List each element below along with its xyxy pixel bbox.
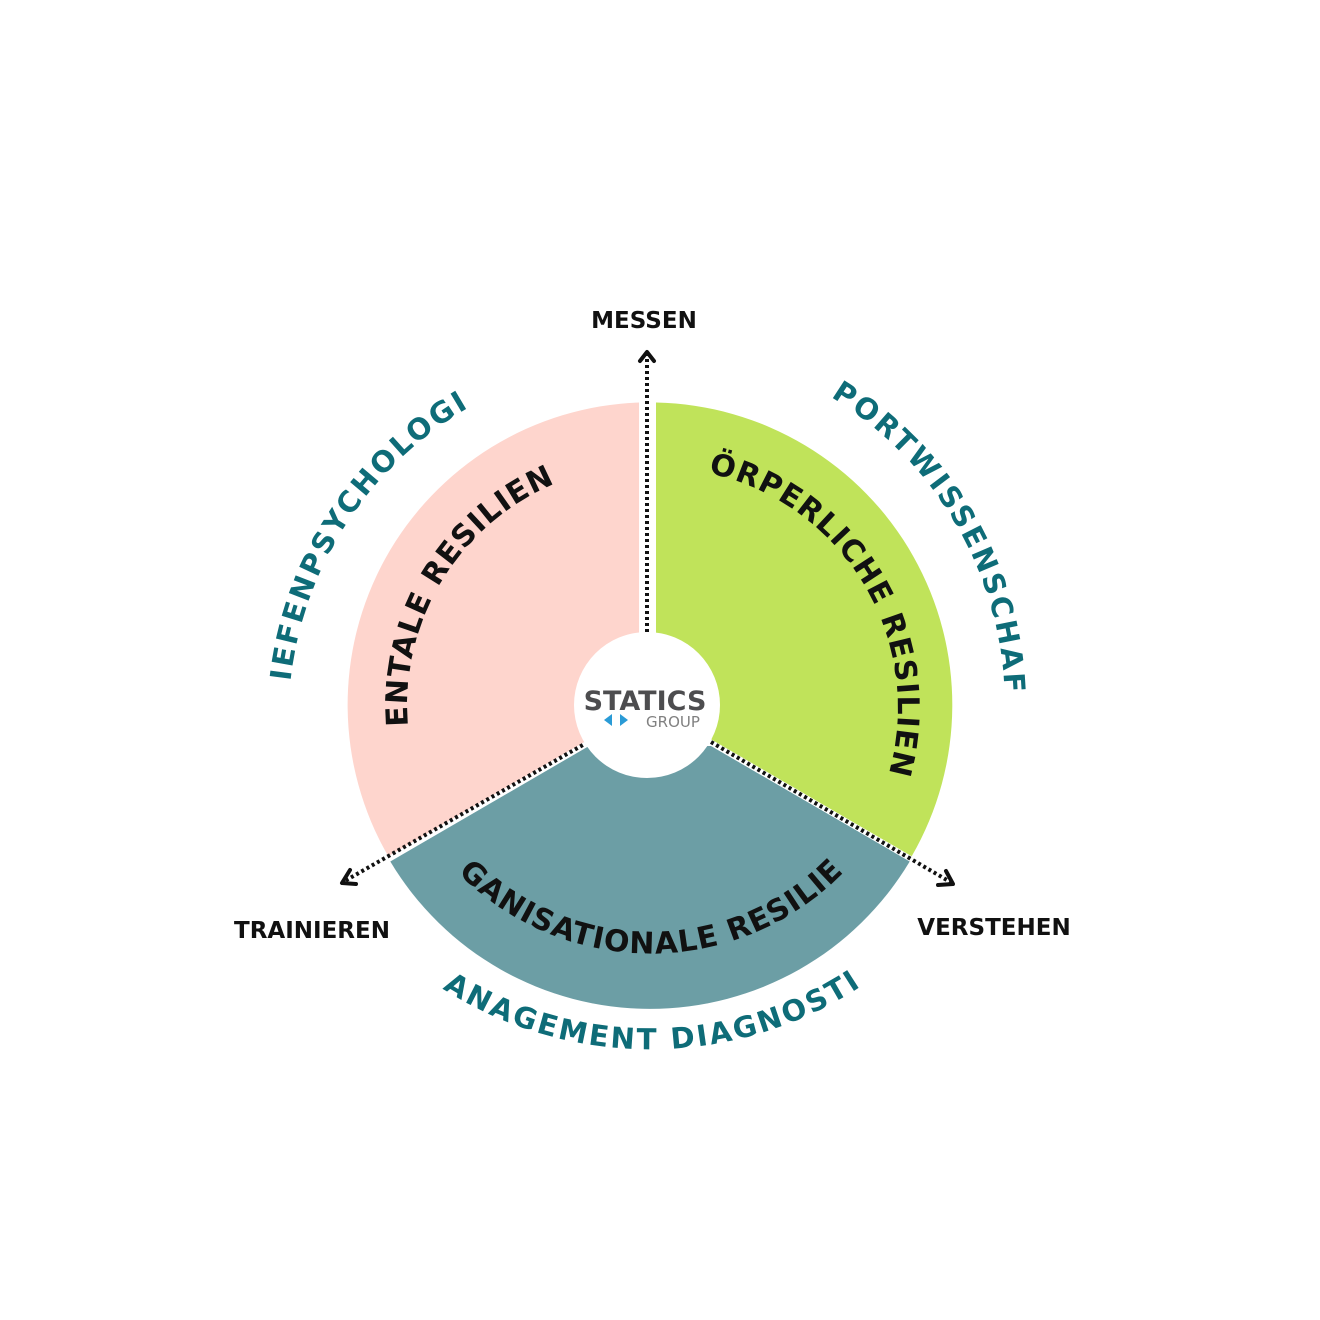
arrow-verstehen — [709, 740, 955, 887]
segment-koerperliche-resilienz — [650, 402, 953, 857]
label-verstehen: VERSTEHEN — [917, 915, 1070, 941]
label-messen: MESSEN — [591, 308, 697, 334]
eye-logo-icon — [604, 714, 628, 726]
segment-mental-resilienz — [347, 402, 650, 857]
statics-group-logo: STATICS GROUP — [584, 686, 707, 731]
logo-circle — [574, 632, 720, 778]
arrow-trainieren — [340, 740, 589, 886]
logo-name: STATICS — [584, 686, 707, 717]
label-trainieren: TRAINIEREN — [234, 918, 390, 944]
arrow-messen — [638, 350, 656, 632]
segment-organisationale-resilienz — [390, 746, 910, 1009]
logo-sub: GROUP — [646, 713, 700, 731]
